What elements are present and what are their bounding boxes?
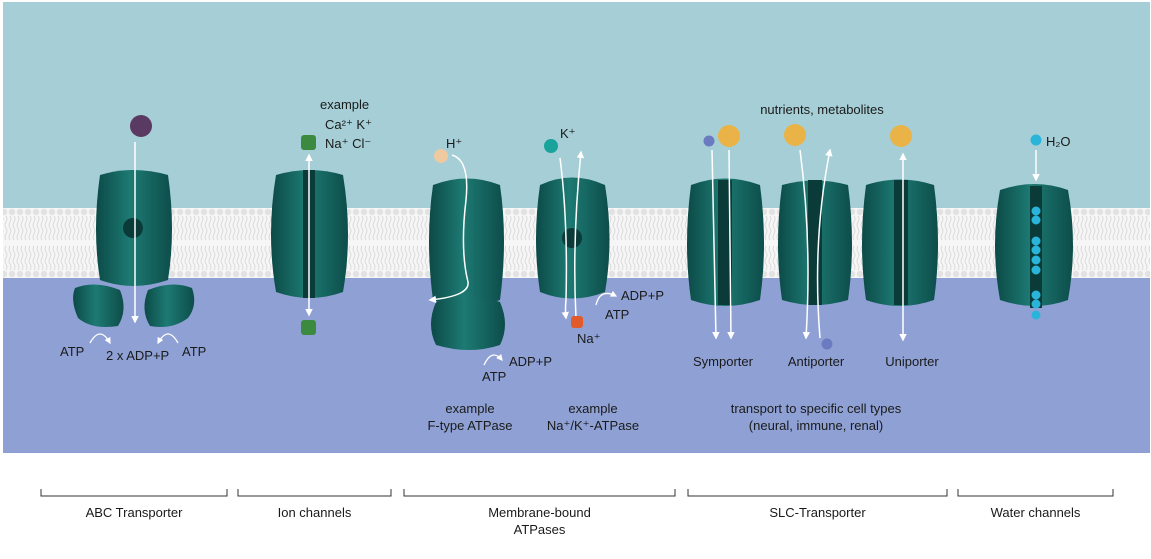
water-channels-title: Water channels	[990, 505, 1081, 520]
ion-square-top	[301, 135, 316, 150]
water-molecule	[1030, 134, 1042, 146]
ion-channel	[271, 135, 348, 335]
f-example-label: example	[445, 401, 494, 416]
water-label: H₂O	[1046, 134, 1071, 149]
abc-adp-label: 2 x ADP+P	[106, 348, 169, 363]
antiporter-label: Antiporter	[788, 354, 845, 369]
f-adp-label: ADP+P	[509, 354, 552, 369]
intracellular-space	[3, 276, 1150, 453]
na-example-label: example	[568, 401, 617, 416]
uniporter-label: Uniporter	[885, 354, 939, 369]
nutrients-label: nutrients, metabolites	[760, 102, 884, 117]
na-k-name: Na⁺/K⁺-ATPase	[547, 418, 639, 433]
ion-square-bottom	[301, 320, 316, 335]
ion-example-label: example	[320, 97, 369, 112]
substrate-molecule	[130, 115, 152, 137]
ion-channels-title: Ion channels	[277, 505, 352, 520]
symporter	[687, 125, 764, 340]
f-type-name: F-type ATPase	[427, 418, 512, 433]
atpases-title-line2: ATPases	[513, 522, 566, 537]
ion-list-line1: Ca²⁺ K⁺	[325, 117, 372, 132]
abc-atp-right-label: ATP	[182, 344, 206, 359]
uniporter	[862, 125, 938, 342]
abc-transporter	[73, 115, 195, 345]
atpases-title-line1: Membrane-bound	[488, 505, 591, 520]
f-type-atpase	[428, 149, 505, 366]
sodium-label: Na⁺	[577, 331, 600, 346]
potassium-ball	[544, 139, 558, 153]
sodium-square	[571, 316, 583, 328]
symporter-label: Symporter	[693, 354, 754, 369]
f-atp-label: ATP	[482, 369, 506, 384]
atpases-title: Membrane-bound ATPases	[404, 504, 675, 538]
proton-ball	[434, 149, 448, 163]
na-atp-label: ATP	[605, 307, 629, 322]
ion-list-line2: Na⁺ Cl⁻	[325, 136, 371, 151]
proton-label: H⁺	[446, 136, 462, 151]
na-adp-label: ADP+P	[621, 288, 664, 303]
abc-transporter-title: ABC Transporter	[85, 505, 183, 520]
slc-transporter-title: SLC-Transporter	[769, 505, 866, 520]
slc-note-line1: transport to specific cell types	[731, 401, 902, 416]
potassium-label: K⁺	[560, 126, 576, 141]
group-brackets	[40, 489, 1114, 497]
extracellular-space	[3, 2, 1150, 210]
abc-atp-left-label: ATP	[60, 344, 84, 359]
na-k-atpase	[536, 139, 618, 328]
antiporter	[778, 124, 852, 350]
water-channel	[995, 134, 1073, 320]
slc-note-line2: (neural, immune, renal)	[749, 418, 883, 433]
